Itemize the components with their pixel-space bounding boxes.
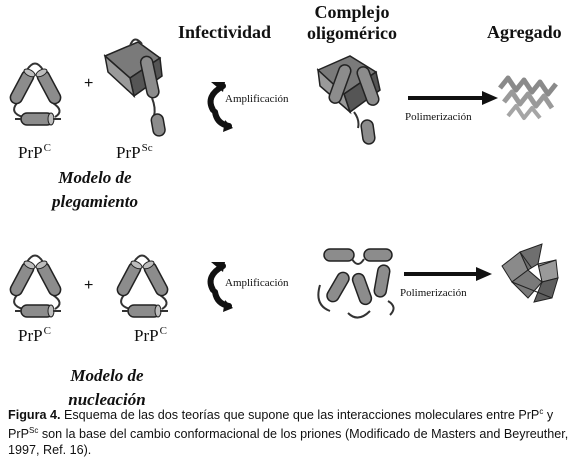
aggregate-fibril-icon <box>498 75 558 120</box>
polymerization-arrow-top <box>408 91 498 105</box>
figure-caption: Figura 4. Esquema de las dos teorías que… <box>8 404 574 458</box>
model-plegamiento-line1: Modelo de <box>58 168 132 187</box>
label-prpc-bottom-left: PrPC <box>18 325 51 345</box>
caption-sup-c: c <box>539 407 544 416</box>
polymerization-arrow-bottom <box>404 267 492 281</box>
amplification-cycle-icon <box>207 82 233 132</box>
caption-figure-label: Figura 4. <box>8 408 61 422</box>
polymerization-label-top: Polimerización <box>405 111 472 123</box>
prpsc-molecule-icon <box>103 38 166 137</box>
caption-sup-sc: Sc <box>29 426 39 435</box>
oligomeric-complex-icon-top <box>316 55 381 145</box>
aggregate-crystal-icon <box>501 243 559 303</box>
model-plegamiento: Modelo de plegamiento <box>30 166 160 214</box>
header-complejo-line1: Complejo <box>314 2 390 22</box>
label-prpc-top-left: PrPC <box>18 142 51 162</box>
caption-text-3: son la base del cambio conformacional de… <box>8 427 569 457</box>
plus-sign-bottom: + <box>84 277 94 294</box>
caption-text-1: Esquema de las dos teorías que supone qu… <box>60 408 540 422</box>
model-nucleacion: Modelo de nucleación <box>42 364 172 412</box>
amplification-cycle-icon-bottom <box>207 262 233 312</box>
model-nucleacion-line1: Modelo de <box>70 366 144 385</box>
prpc-molecule-icon-bottom-right <box>116 254 169 318</box>
model-nucleacion-line2: nucleación <box>68 390 146 409</box>
header-complejo-oligomerico: Complejo oligomérico <box>296 2 408 44</box>
header-complejo-line2: oligomérico <box>307 23 397 43</box>
plus-sign-top: + <box>84 75 94 92</box>
label-prpc-bottom-right: PrPC <box>134 325 167 345</box>
polymerization-label-bottom: Polimerización <box>400 287 467 299</box>
header-infectividad: Infectividad <box>178 22 272 42</box>
model-plegamiento-line2: plegamiento <box>52 192 138 211</box>
prpc-molecule-icon <box>9 62 62 126</box>
amplification-label-bottom: Amplificación <box>225 277 289 289</box>
amplification-label-top: Amplificación <box>225 93 289 105</box>
header-agregado: Agregado <box>487 22 562 42</box>
prpc-molecule-icon-bottom-left <box>9 254 62 318</box>
caption-text-2: y PrP <box>8 408 554 441</box>
oligomeric-complex-icon-bottom <box>317 248 395 319</box>
label-prpsc-top: PrPSc <box>116 142 153 162</box>
